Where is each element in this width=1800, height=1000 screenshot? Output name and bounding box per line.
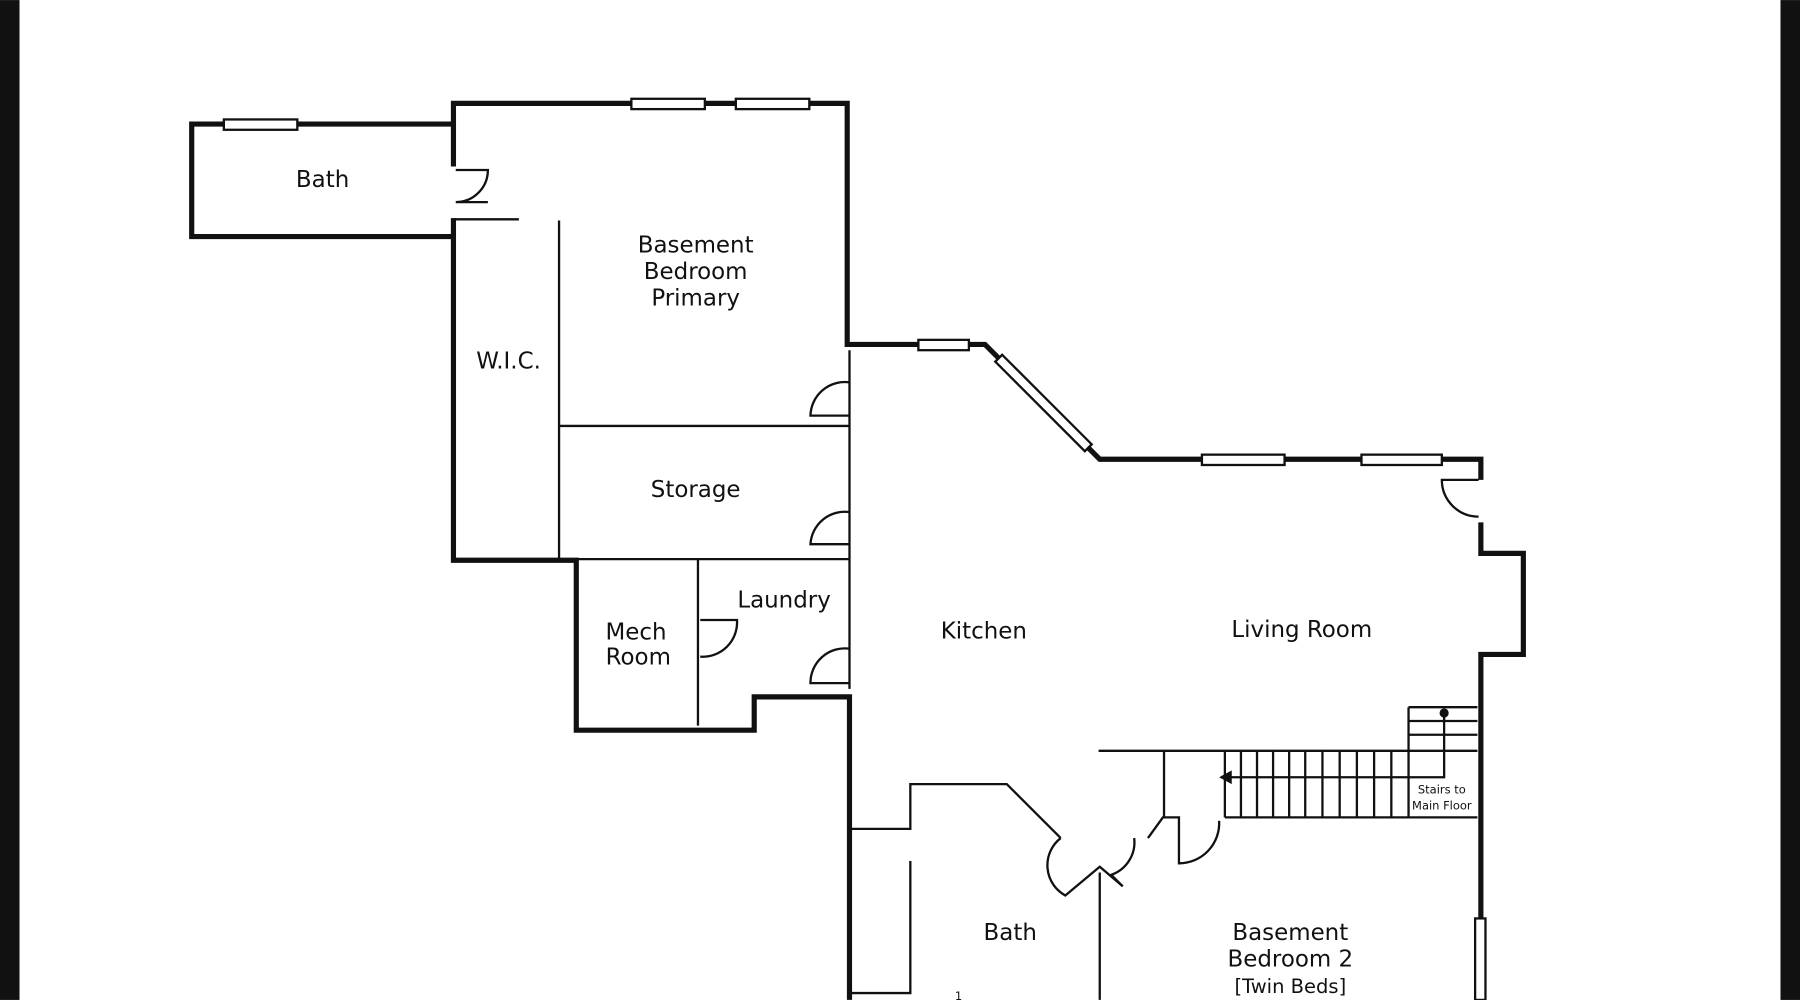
label-laundry: Laundry	[737, 587, 830, 613]
label-bedroom2-2: Bedroom 2	[1227, 947, 1353, 973]
label-primary-1: Basement	[638, 233, 754, 259]
label-bath-lower: Bath	[984, 920, 1037, 946]
stairs	[1098, 706, 1478, 819]
label-bath-mark: 1	[955, 989, 962, 1000]
label-mech-2: Room	[606, 645, 671, 671]
label-bedroom2-3: [Twin Beds]	[1234, 975, 1346, 998]
label-living-room: Living Room	[1231, 617, 1372, 643]
label-storage: Storage	[651, 477, 741, 503]
label-wic: W.I.C.	[476, 349, 541, 375]
right-black-border	[1780, 0, 1800, 1000]
label-bath-upper: Bath	[296, 167, 349, 193]
doors[interactable]	[455, 168, 1479, 897]
label-kitchen: Kitchen	[941, 618, 1027, 644]
label-stairs-2: Main Floor	[1412, 798, 1472, 812]
label-primary-2: Bedroom	[644, 259, 748, 285]
label-stairs-1: Stairs to	[1418, 782, 1466, 796]
label-primary-3: Primary	[651, 285, 740, 311]
windows	[222, 97, 1487, 1000]
left-black-border	[0, 0, 20, 1000]
exterior-walls	[189, 100, 1526, 1000]
interior-walls	[453, 218, 1101, 1000]
stairs-arrow-icon	[1219, 770, 1232, 785]
label-bedroom2-1: Basement	[1232, 920, 1348, 946]
room-labels: Bath Basement Bedroom Primary W.I.C. Sto…	[296, 167, 1472, 1000]
label-mech-1: Mech	[605, 619, 666, 645]
